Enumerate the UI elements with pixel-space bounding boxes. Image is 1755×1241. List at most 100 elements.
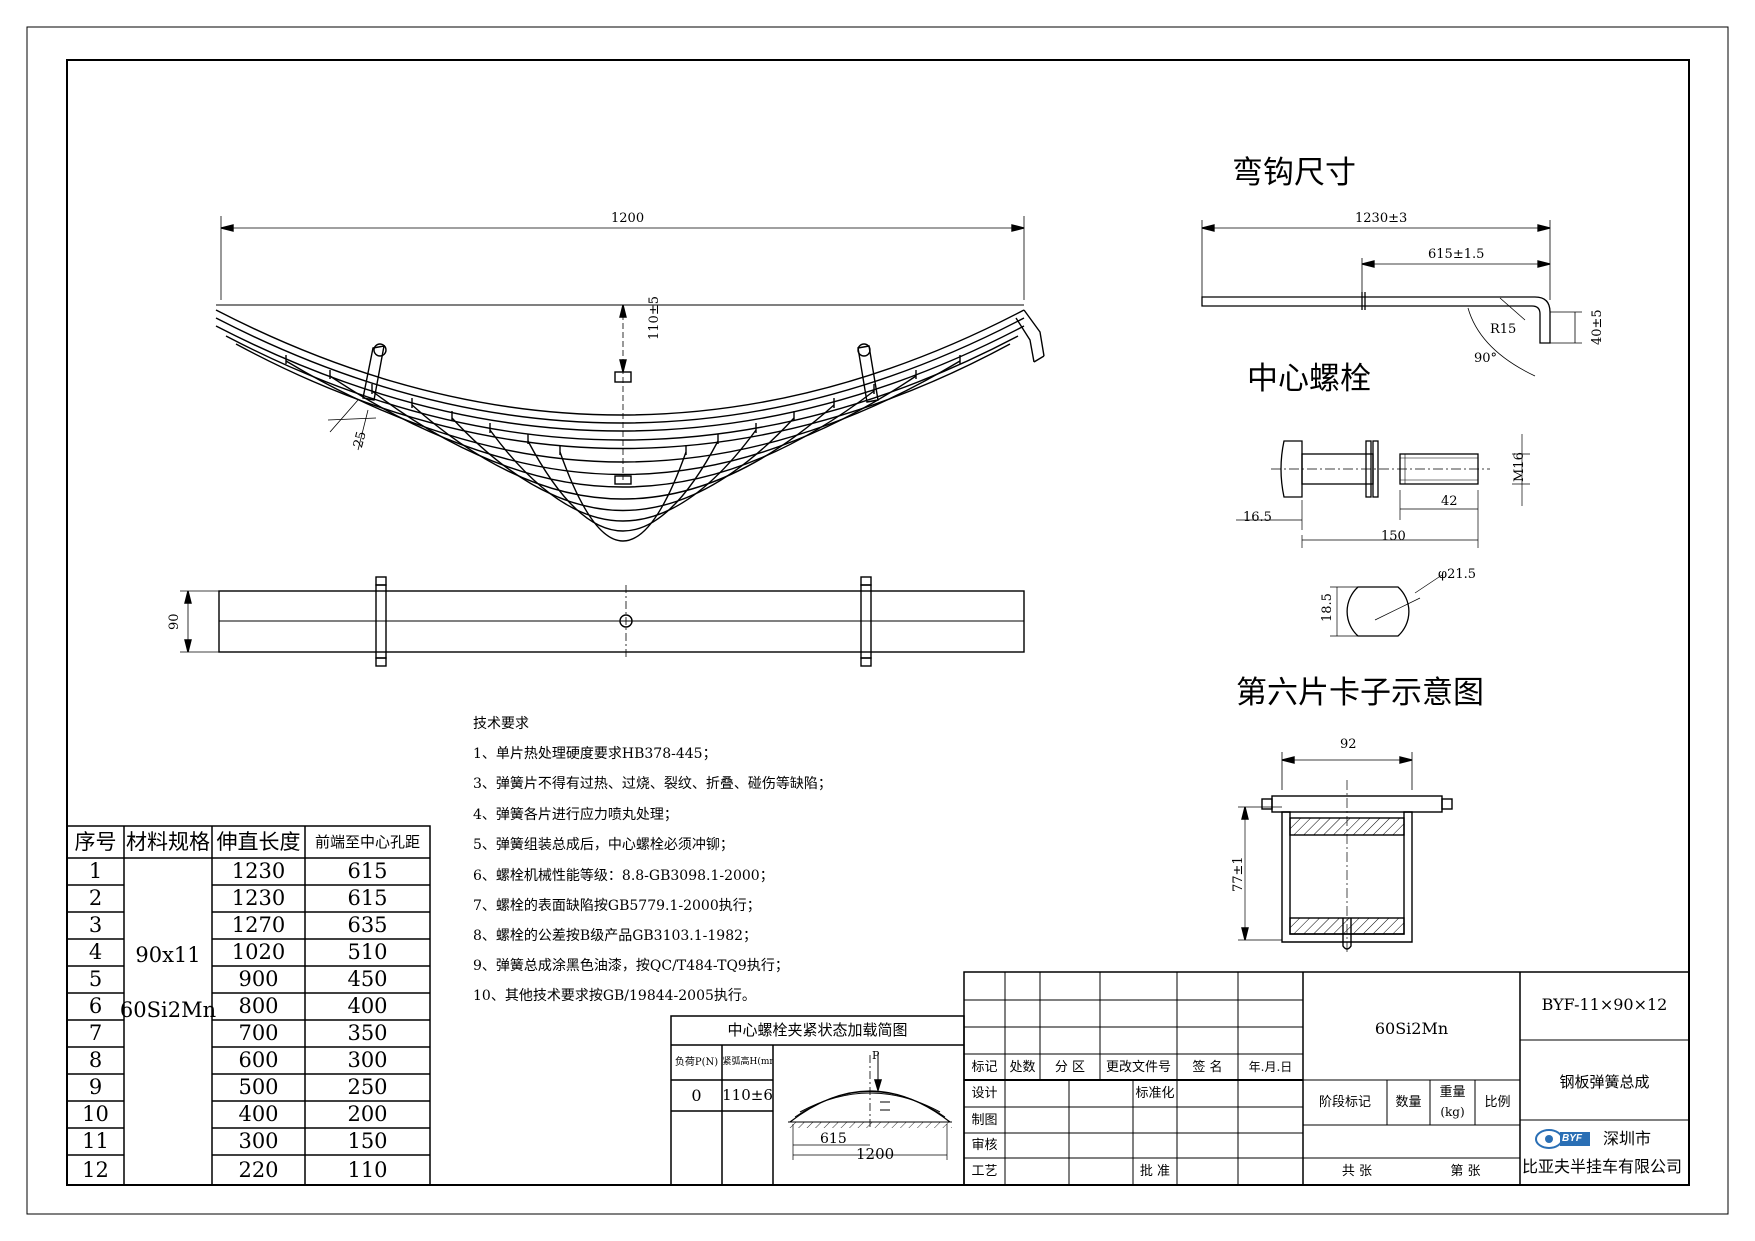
leaf-length: 1230	[231, 859, 286, 883]
header-material: 材料规格	[126, 829, 210, 854]
tb-label: 分 区	[1054, 1059, 1086, 1075]
dim-clip-h: 77±1	[1231, 856, 1246, 892]
requirement-item: 9、弹簧总成涂黑色油漆，按QC/T484-TQ9执行；	[473, 958, 789, 974]
dim-clip-w: 92	[1340, 737, 1357, 752]
tb-part-no: BYF-11×90×12	[1541, 995, 1668, 1014]
leaf-length: 700	[238, 1021, 279, 1045]
leaf-spring-side-view	[215, 216, 1045, 542]
leaf-length: 600	[238, 1048, 279, 1072]
leaf-section: 90x11	[135, 942, 201, 967]
leaf-no: 2	[88, 886, 103, 910]
dim-bolt-length: 150	[1381, 529, 1406, 544]
title-block-grid	[963, 971, 1690, 1186]
dim-width: 90	[167, 613, 182, 630]
clip-detail	[1238, 752, 1453, 955]
load-col-header: 负荷P(N)	[674, 1056, 719, 1068]
leaf-no: 1	[88, 859, 103, 883]
tb-label: 更改文件号	[1105, 1059, 1171, 1075]
dim-hook-total: 1230±3	[1355, 211, 1408, 226]
leaf-length: 220	[238, 1157, 279, 1182]
leaf-material: 60Si2Mn	[119, 997, 217, 1022]
leaf-distance: 635	[347, 913, 388, 937]
tb-sheet: 第 张	[1450, 1164, 1481, 1179]
clip-title: 第六片卡子示意图	[1236, 675, 1484, 711]
dim-bolt-head: 16.5	[1243, 510, 1272, 525]
hook-title: 弯钩尺寸	[1232, 155, 1356, 191]
tb-label: 年.月.日	[1248, 1060, 1293, 1074]
requirement-item: 8、螺栓的公差按B级产品GB3103.1-1982；	[473, 928, 758, 944]
leaf-no: 12	[82, 1157, 109, 1182]
requirement-item: 6、螺栓机械性能等级：8.8-GB3098.1-2000；	[473, 868, 774, 884]
leaf-no: 5	[88, 967, 103, 991]
leaf-length: 900	[238, 967, 279, 991]
leaf-no: 6	[88, 994, 103, 1018]
tb-part-name: 钢板弹簧总成	[1559, 1072, 1650, 1091]
tb-city: 深圳市	[1603, 1129, 1652, 1148]
leaf-no: 4	[88, 940, 103, 964]
requirement-item: 1、单片热处理硬度要求HB378-445；	[473, 746, 717, 762]
requirement-item: 7、螺栓的表面缺陷按GB5779.1-2000执行；	[473, 898, 761, 914]
leaf-spring-top-view	[180, 576, 1025, 667]
height-value: 110±6	[722, 1086, 773, 1104]
leaf-no: 8	[88, 1048, 103, 1072]
requirement-item: 4、弹簧各片进行应力喷丸处理；	[473, 807, 678, 823]
leaf-length: 500	[238, 1075, 279, 1099]
dim-bolt-flat: 18.5	[1320, 593, 1335, 622]
leaf-length: 1270	[231, 913, 286, 937]
tb-draw: 制图	[971, 1112, 998, 1128]
leaf-table-grid	[66, 825, 431, 1186]
tb-label: 处数	[1009, 1059, 1036, 1075]
dim-hook-radius: R15	[1490, 322, 1517, 337]
tb-label: 签 名	[1192, 1059, 1223, 1075]
tb-total-sheets: 共 张	[1341, 1164, 1373, 1179]
tb-qty: 数量	[1395, 1095, 1422, 1110]
bolt-title: 中心螺栓	[1247, 361, 1371, 397]
leaf-distance: 250	[347, 1075, 388, 1099]
leaf-distance: 350	[347, 1021, 388, 1045]
requirement-item: 10、其他技术要求按GB/19844-2005执行。	[473, 988, 756, 1004]
header-no: 序号	[74, 829, 117, 854]
tb-label: 标记	[971, 1059, 998, 1075]
load-table-grid	[670, 1015, 965, 1186]
leaf-length: 800	[238, 994, 279, 1018]
load-mark: P	[872, 1049, 880, 1062]
leaf-distance: 400	[347, 994, 388, 1018]
dim-hook-height: 40±5	[1590, 309, 1605, 345]
dim-overall-length: 1200	[611, 211, 645, 226]
leaf-no: 3	[88, 913, 103, 937]
leaf-no: 7	[88, 1021, 103, 1045]
leaf-distance: 615	[347, 886, 388, 910]
tb-company: 比亚夫半挂车有限公司	[1522, 1157, 1683, 1176]
leaf-no: 9	[88, 1075, 103, 1099]
dim-bolt-diameter: φ21.5	[1438, 567, 1477, 582]
leaf-length: 300	[238, 1129, 279, 1153]
leaf-distance: 300	[347, 1048, 388, 1072]
tb-approve: 批 准	[1139, 1164, 1171, 1179]
dim-hook-center: 615±1.5	[1428, 247, 1485, 262]
header-length: 伸直长度	[216, 829, 301, 854]
logo-icon	[1535, 1129, 1590, 1149]
leaf-distance: 615	[347, 859, 388, 883]
leaf-distance: 450	[347, 967, 388, 991]
tb-scale: 比例	[1484, 1095, 1511, 1110]
load-dim-half: 615	[820, 1131, 847, 1147]
load-dim-full: 1200	[856, 1145, 895, 1163]
tb-weight-unit: (kg)	[1440, 1105, 1465, 1119]
leaf-no: 10	[82, 1102, 109, 1126]
load-table-title: 中心螺栓夹紧状态加载简图	[727, 1021, 908, 1039]
tb-process: 工艺	[971, 1164, 998, 1179]
header-distance: 前端至中心孔距	[314, 832, 420, 851]
tb-stage: 阶段标记	[1318, 1095, 1371, 1110]
hook-detail	[1201, 220, 1582, 377]
center-bolt-detail	[1236, 434, 1530, 637]
leaf-distance: 200	[347, 1102, 388, 1126]
dim-bolt-thread-len: 42	[1441, 494, 1458, 509]
tb-design: 设计	[971, 1086, 998, 1101]
leaf-distance: 110	[347, 1157, 388, 1182]
tb-weight: 重量	[1439, 1084, 1466, 1100]
leaf-no: 11	[82, 1129, 109, 1153]
outer-border	[26, 26, 1729, 1215]
leaf-distance: 510	[347, 940, 388, 964]
height-col-header: 夹紧弧高H(mm)	[722, 1057, 773, 1067]
